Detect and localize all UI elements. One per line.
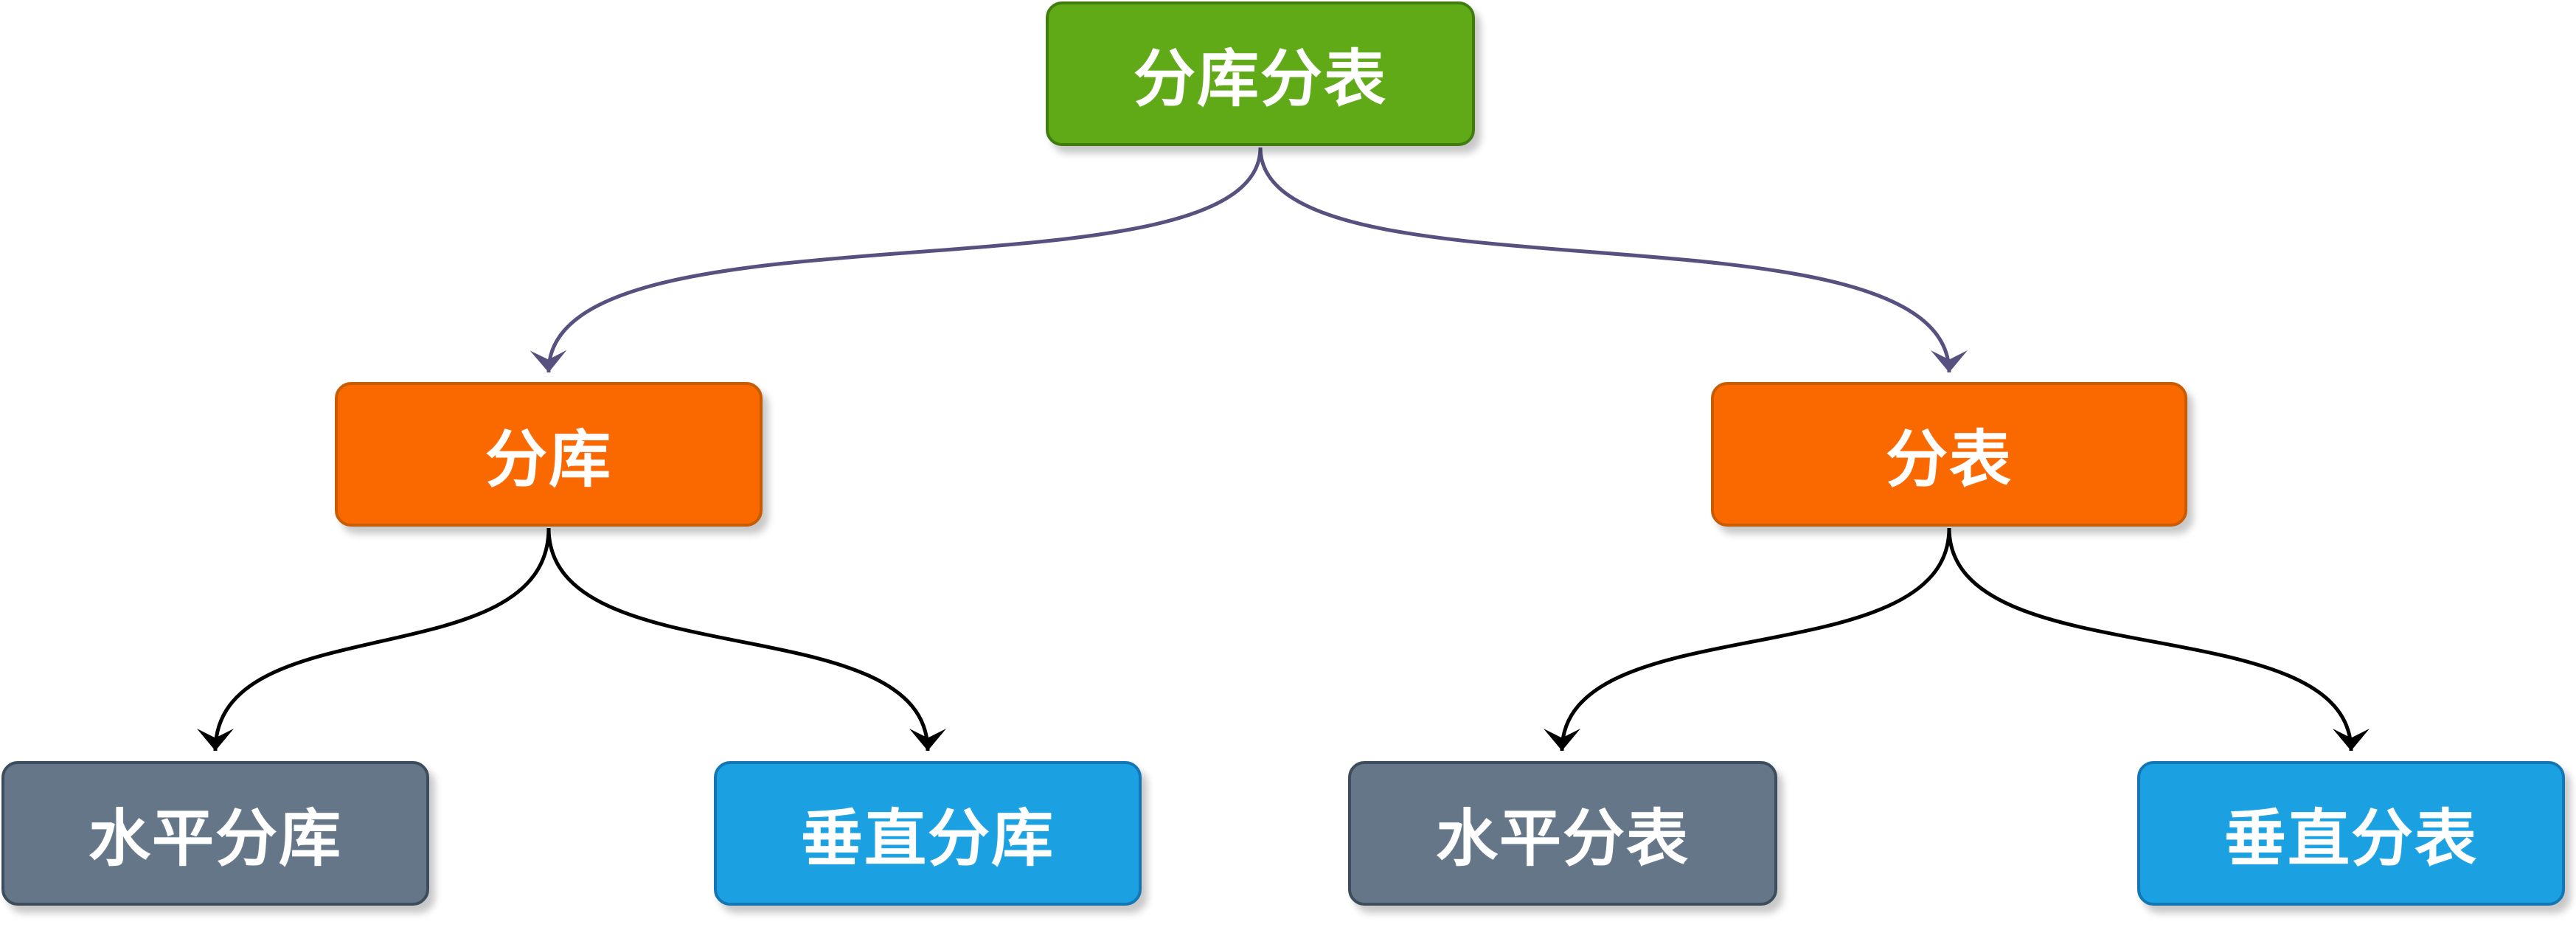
node-label: 垂直分库 xyxy=(800,802,1055,875)
node-database-sharding[interactable]: 分库 xyxy=(335,382,763,527)
edge-shard-db-to-horizontal-db xyxy=(197,527,551,752)
node-horizontal-table-sharding[interactable]: 水平分表 xyxy=(1348,761,1777,906)
node-label: 垂直分表 xyxy=(2223,802,2478,875)
node-table-sharding[interactable]: 分表 xyxy=(1711,382,2187,527)
edge-shard-table-to-vertical-table xyxy=(1947,527,2370,752)
edge-root-to-shard-table xyxy=(1258,147,1968,373)
node-label: 分表 xyxy=(1885,423,2013,496)
edge-shard-table-to-horizontal-table xyxy=(1544,527,1951,752)
node-horizontal-database-sharding[interactable]: 水平分库 xyxy=(1,761,429,906)
node-sharding-root[interactable]: 分库分表 xyxy=(1046,1,1475,146)
node-label: 分库 xyxy=(485,423,612,496)
node-vertical-table-sharding[interactable]: 垂直分表 xyxy=(2137,761,2565,906)
edge-shard-db-to-vertical-db xyxy=(546,527,946,752)
node-vertical-database-sharding[interactable]: 垂直分库 xyxy=(714,761,1142,906)
node-label: 分库分表 xyxy=(1133,42,1387,115)
node-label: 水平分表 xyxy=(1435,802,1690,875)
node-label: 水平分库 xyxy=(88,802,342,875)
edge-root-to-shard-db xyxy=(530,147,1263,373)
